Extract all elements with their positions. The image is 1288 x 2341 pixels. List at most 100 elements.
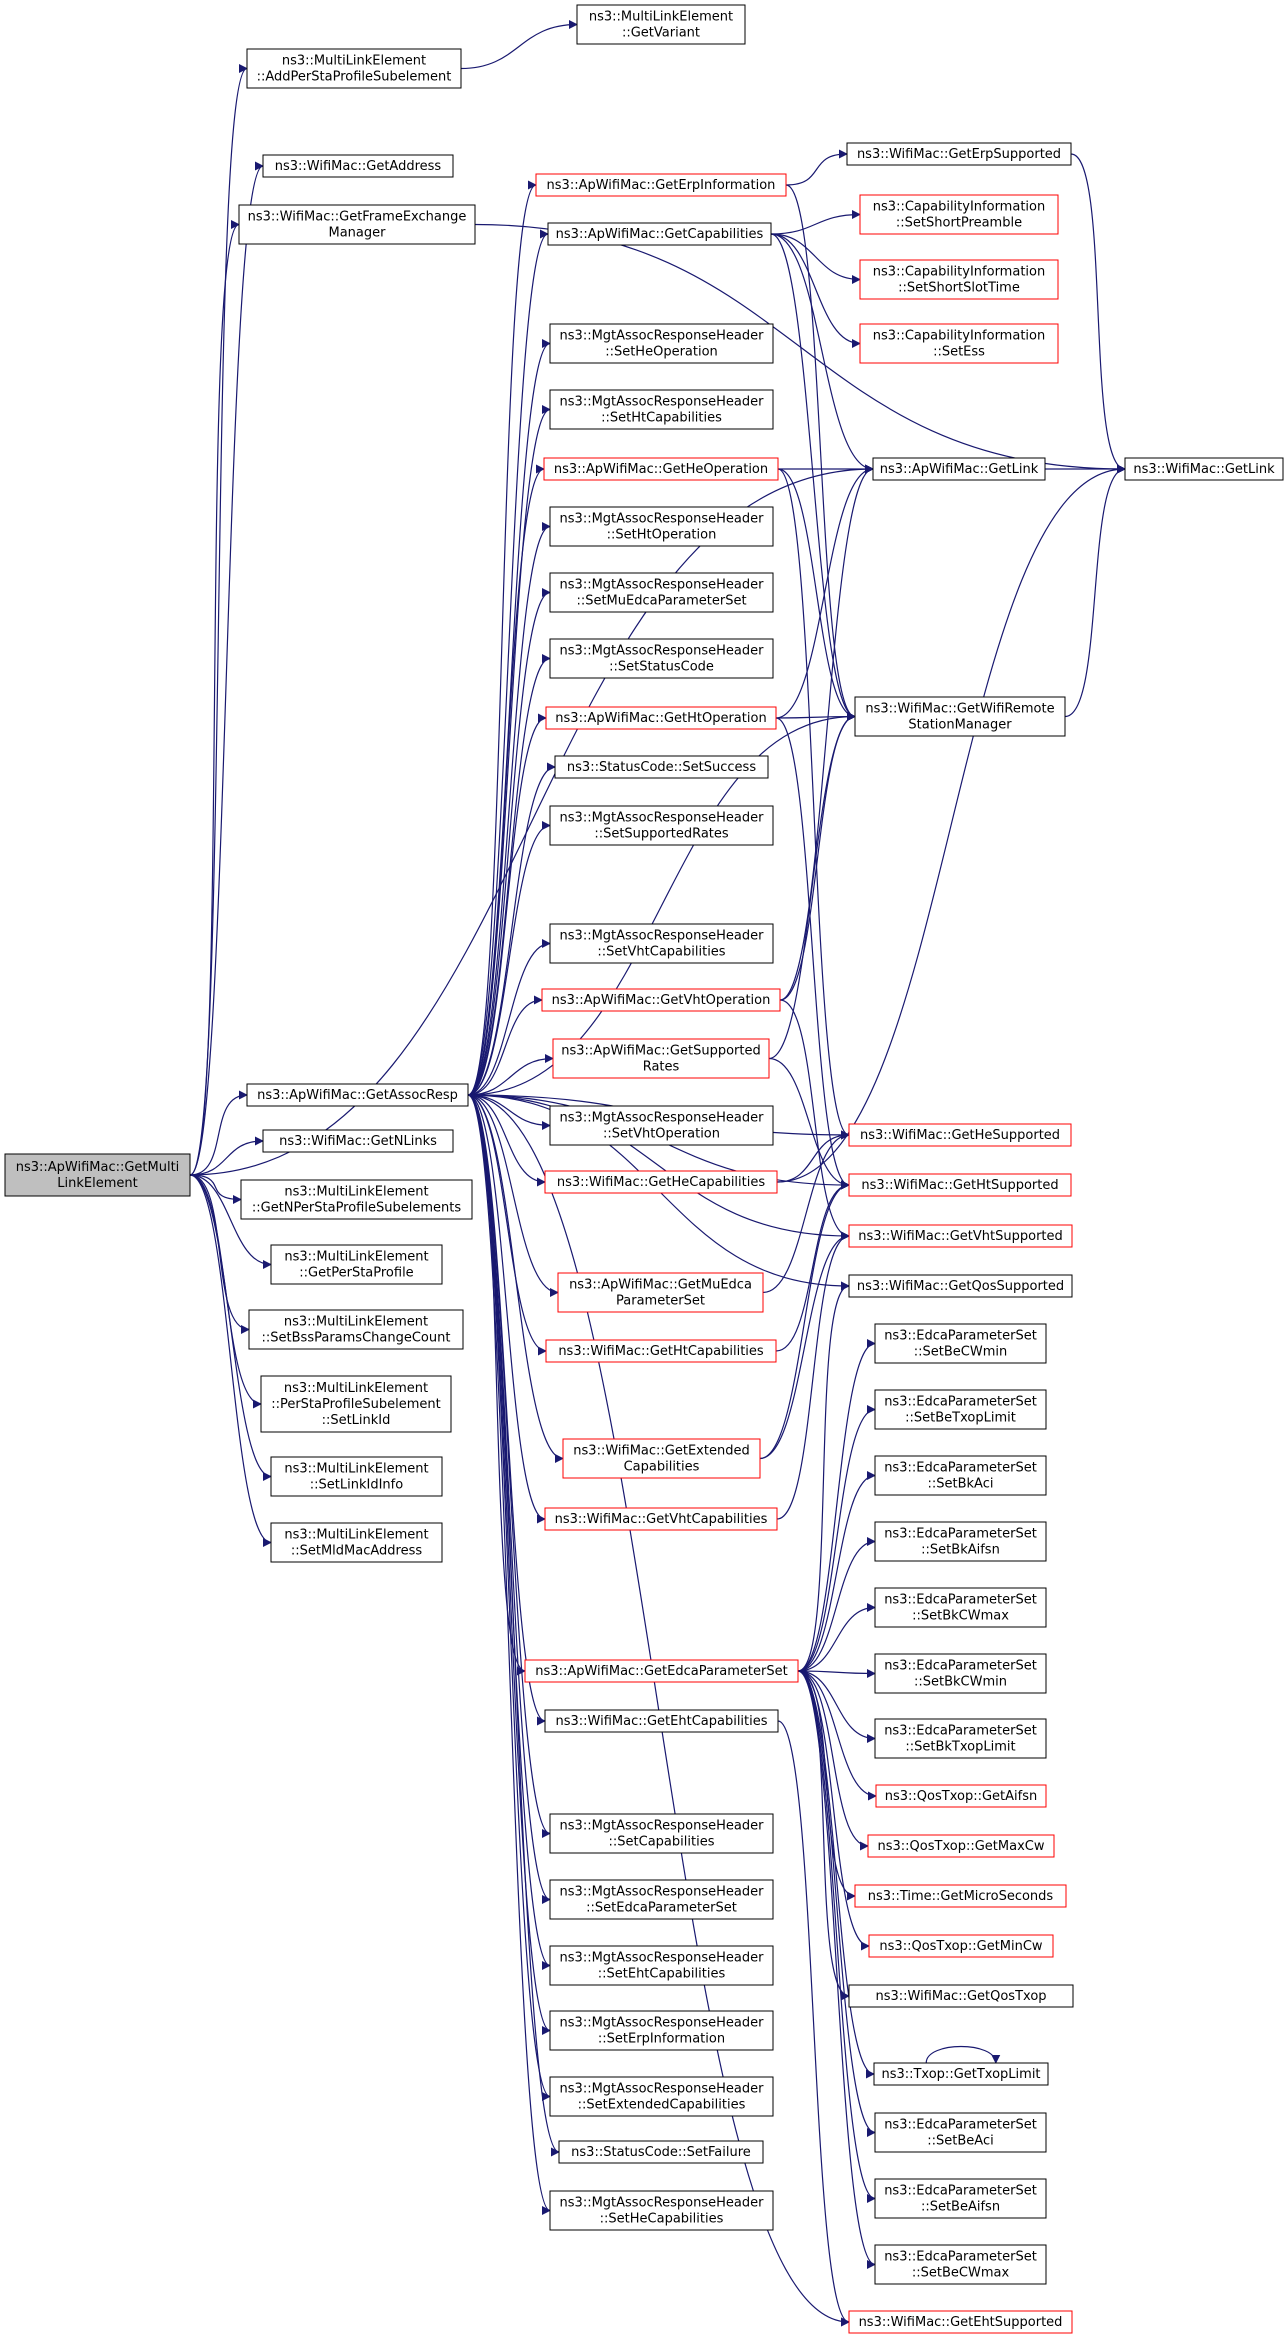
node-getaddr[interactable]: ns3::WifiMac::GetAddress — [262, 154, 454, 178]
node-sethecap[interactable]: ns3::MgtAssocResponseHeader::SetHeCapabi… — [549, 2190, 774, 2231]
node-ehtsup[interactable]: ns3::WifiMac::GetEhtSupported — [848, 2310, 1073, 2334]
node-box — [875, 1784, 1047, 1808]
node-label: ::SetBkAci — [928, 1477, 994, 1492]
node-seterpinfo[interactable]: ns3::MgtAssocResponseHeader::SetErpInfor… — [549, 2010, 774, 2051]
node-label: ns3::MultiLinkElement — [284, 1250, 428, 1265]
node-box — [545, 706, 777, 730]
node-bktxop[interactable]: ns3::EdcaParameterSet::SetBkTxopLimit — [874, 1718, 1047, 1759]
node-box — [549, 1813, 774, 1854]
node-htsup[interactable]: ns3::WifiMac::GetHtSupported — [848, 1173, 1072, 1197]
node-micro[interactable]: ns3::Time::GetMicroSeconds — [854, 1884, 1067, 1908]
node-addper[interactable]: ns3::MultiLinkElement::AddPerStaProfileS… — [246, 48, 462, 89]
node-getqostxop[interactable]: ns3::WifiMac::GetQosTxop — [848, 1984, 1074, 2008]
node-variant[interactable]: ns3::MultiLinkElement::GetVariant — [576, 4, 746, 45]
node-label: ns3::WifiMac::GetErpSupported — [857, 147, 1061, 162]
node-nlinks[interactable]: ns3::WifiMac::GetNLinks — [262, 1129, 454, 1153]
node-nper[interactable]: ns3::MultiLinkElement::GetNPerStaProfile… — [240, 1179, 473, 1220]
node-label: ::SetBkCWmax — [912, 1609, 1009, 1624]
node-gethecap[interactable]: ns3::WifiMac::GetHeCapabilities — [544, 1170, 778, 1194]
node-getmincw[interactable]: ns3::QosTxop::GetMinCw — [868, 1934, 1054, 1958]
node-becwmin[interactable]: ns3::EdcaParameterSet::SetBeCWmin — [874, 1323, 1047, 1364]
node-setfailure[interactable]: ns3::StatusCode::SetFailure — [558, 2140, 764, 2164]
node-getheop[interactable]: ns3::ApWifiMac::GetHeOperation — [543, 457, 779, 481]
node-setvhtop[interactable]: ns3::MgtAssocResponseHeader::SetVhtOpera… — [549, 1105, 774, 1146]
edge-assoc-to-rsm — [467, 712, 856, 1096]
node-setcaps[interactable]: ns3::MgtAssocResponseHeader::SetCapabili… — [549, 1813, 774, 1854]
node-box — [554, 755, 769, 779]
node-getvhtcap[interactable]: ns3::WifiMac::GetVhtCapabilities — [544, 1507, 778, 1531]
node-gethtop[interactable]: ns3::ApWifiMac::GetHtOperation — [545, 706, 777, 730]
node-gethtcap[interactable]: ns3::WifiMac::GetHtCapabilities — [545, 1339, 777, 1363]
node-label: ns3::Time::GetMicroSeconds — [868, 1889, 1054, 1904]
edge-getedca-to-becwmax — [797, 1670, 876, 2269]
node-getmaxcw[interactable]: ns3::QosTxop::GetMaxCw — [867, 1834, 1055, 1858]
node-betxop[interactable]: ns3::EdcaParameterSet::SetBeTxopLimit — [874, 1389, 1047, 1430]
node-setsuccess[interactable]: ns3::StatusCode::SetSuccess — [554, 755, 769, 779]
node-box — [549, 923, 774, 964]
node-linkinfo[interactable]: ns3::MultiLinkElement::SetLinkIdInfo — [270, 1456, 443, 1497]
node-setextcap[interactable]: ns3::MgtAssocResponseHeader::SetExtended… — [549, 2076, 774, 2117]
node-txoplimit[interactable]: ns3::Txop::GetTxopLimit — [873, 2062, 1049, 2086]
node-box — [4, 1153, 191, 1197]
node-setehtcap[interactable]: ns3::MgtAssocResponseHeader::SetEhtCapab… — [549, 1945, 774, 1986]
node-setedca[interactable]: ns3::MgtAssocResponseHeader::SetEdcaPara… — [549, 1879, 774, 1920]
node-getedca[interactable]: ns3::ApWifiMac::GetEdcaParameterSet — [524, 1659, 799, 1683]
node-rsm[interactable]: ns3::WifiMac::GetWifiRemoteStationManage… — [854, 696, 1066, 737]
node-sethe[interactable]: ns3::MgtAssocResponseHeader::SetHeOperat… — [549, 323, 774, 364]
node-shortpre[interactable]: ns3::CapabilityInformation::SetShortPrea… — [859, 194, 1059, 235]
edge-gethtcap-to-htsup — [775, 1180, 850, 1352]
node-sethtop[interactable]: ns3::MgtAssocResponseHeader::SetHtOperat… — [549, 506, 774, 547]
edge-assoc-to-gethtop — [467, 713, 547, 1096]
node-setstatus[interactable]: ns3::MgtAssocResponseHeader::SetStatusCo… — [549, 638, 774, 679]
node-vhtsup[interactable]: ns3::WifiMac::GetVhtSupported — [848, 1224, 1073, 1248]
node-bkaci[interactable]: ns3::EdcaParameterSet::SetBkAci — [874, 1455, 1047, 1496]
node-box — [262, 154, 454, 178]
edge-addper-to-variant — [460, 20, 578, 70]
node-label: LinkElement — [57, 1176, 137, 1191]
node-qossup[interactable]: ns3::WifiMac::GetQosSupported — [848, 1274, 1073, 1298]
node-label: ::SetBkTxopLimit — [905, 1740, 1015, 1755]
node-hesup[interactable]: ns3::WifiMac::GetHeSupported — [848, 1123, 1072, 1147]
node-getcaps[interactable]: ns3::ApWifiMac::GetCapabilities — [547, 222, 772, 246]
node-assoc[interactable]: ns3::ApWifiMac::GetAssocResp — [246, 1083, 469, 1107]
node-bssp[interactable]: ns3::MultiLinkElement::SetBssParamsChang… — [248, 1309, 464, 1350]
edge-getvhtop-to-aplink — [779, 464, 874, 1001]
node-label: ns3::EdcaParameterSet — [884, 1527, 1037, 1542]
node-label: ::SetCapabilities — [609, 1835, 715, 1850]
node-setvhtcap[interactable]: ns3::MgtAssocResponseHeader::SetVhtCapab… — [549, 923, 774, 964]
node-perprof[interactable]: ns3::MultiLinkElement::GetPerStaProfile — [270, 1244, 443, 1285]
node-psplink[interactable]: ns3::MultiLinkElement::PerStaProfileSube… — [260, 1375, 452, 1433]
node-shortslot[interactable]: ns3::CapabilityInformation::SetShortSlot… — [859, 259, 1059, 300]
node-becwmax[interactable]: ns3::EdcaParameterSet::SetBeCWmax — [874, 2244, 1047, 2285]
node-setmuedca[interactable]: ns3::MgtAssocResponseHeader::SetMuEdcaPa… — [549, 572, 774, 613]
node-aplink[interactable]: ns3::ApWifiMac::GetLink — [872, 457, 1046, 481]
node-label: Manager — [329, 226, 387, 241]
node-setess[interactable]: ns3::CapabilityInformation::SetEss — [859, 323, 1059, 364]
node-label: ns3::ApWifiMac::GetHtOperation — [555, 711, 766, 726]
node-label: ns3::MgtAssocResponseHeader — [560, 2016, 765, 2031]
node-label: ns3::StatusCode::SetSuccess — [567, 760, 756, 775]
node-label: ::SetHeOperation — [605, 345, 718, 360]
node-box — [246, 1083, 469, 1107]
node-wmlink[interactable]: ns3::WifiMac::GetLink — [1124, 457, 1284, 481]
node-getvhtop[interactable]: ns3::ApWifiMac::GetVhtOperation — [541, 988, 781, 1012]
node-geterpsup[interactable]: ns3::WifiMac::GetErpSupported — [846, 142, 1072, 166]
node-box — [848, 2310, 1073, 2334]
node-geterpinfo[interactable]: ns3::ApWifiMac::GetErpInformation — [535, 173, 787, 197]
node-getehtcap[interactable]: ns3::WifiMac::GetEhtCapabilities — [544, 1709, 779, 1733]
node-sethtcap[interactable]: ns3::MgtAssocResponseHeader::SetHtCapabi… — [549, 389, 774, 430]
node-beaifsn[interactable]: ns3::EdcaParameterSet::SetBeAifsn — [874, 2178, 1047, 2219]
node-mld[interactable]: ns3::MultiLinkElement::SetMldMacAddress — [270, 1522, 443, 1563]
node-bkaifsn[interactable]: ns3::EdcaParameterSet::SetBkAifsn — [874, 1521, 1047, 1562]
node-box — [549, 1945, 774, 1986]
node-beaci[interactable]: ns3::EdcaParameterSet::SetBeAci — [874, 2112, 1047, 2153]
node-setsuprates[interactable]: ns3::MgtAssocResponseHeader::SetSupporte… — [549, 805, 774, 846]
node-getaifsn[interactable]: ns3::QosTxop::GetAifsn — [875, 1784, 1047, 1808]
node-bkcwmax[interactable]: ns3::EdcaParameterSet::SetBkCWmax — [874, 1587, 1047, 1628]
node-bkcwmin[interactable]: ns3::EdcaParameterSet::SetBkCWmin — [874, 1653, 1047, 1694]
